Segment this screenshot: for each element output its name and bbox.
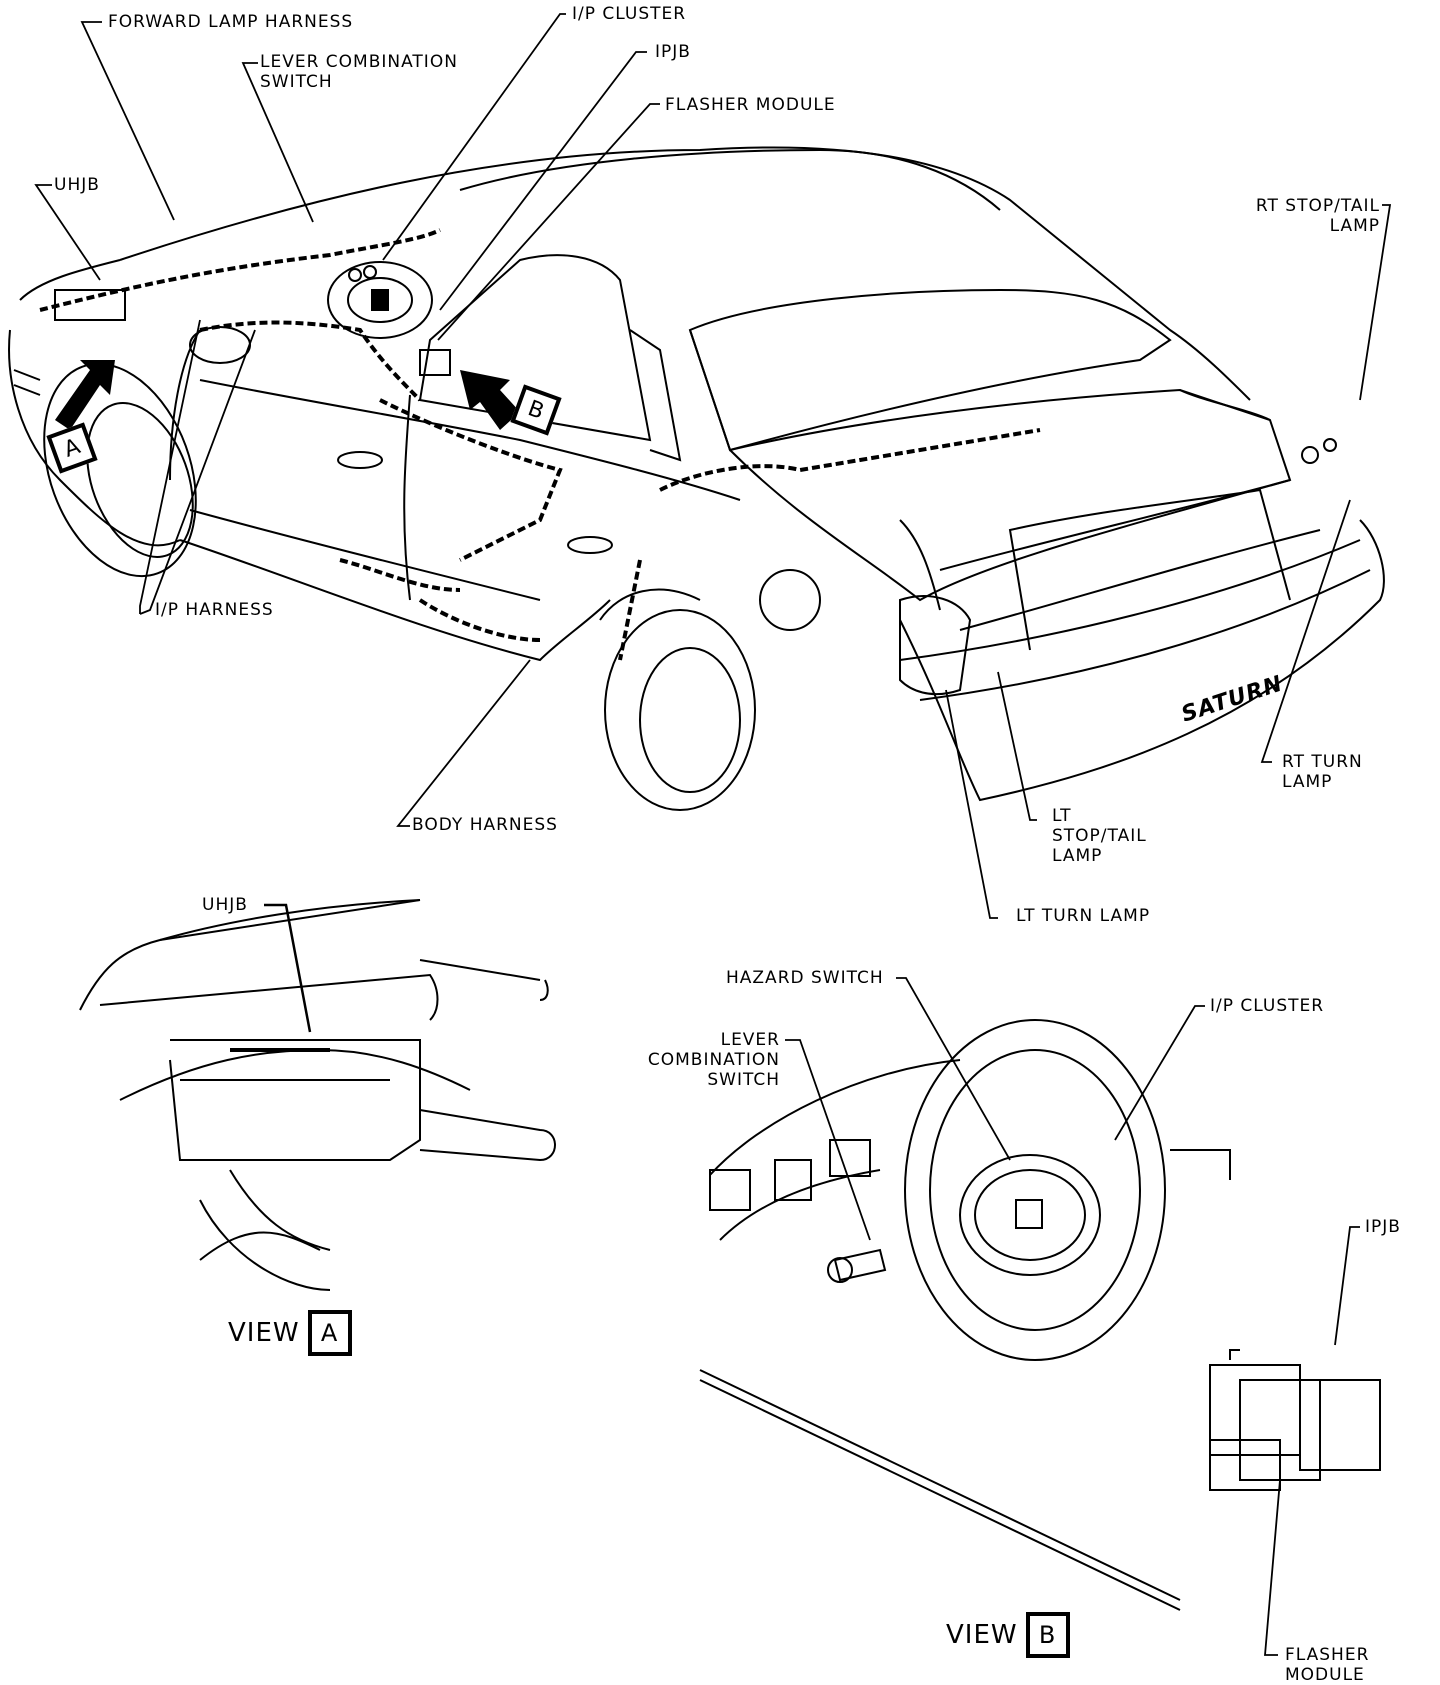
label-lever-combination-switch: LEVER COMBINATION SWITCH [260, 52, 458, 92]
label-rt-turn-lamp: RT TURN LAMP [1282, 752, 1363, 792]
view-arrows [55, 360, 520, 430]
rear-harness [899, 389, 1337, 611]
view-a-caption-letter: A [307, 1310, 352, 1356]
view-b-caption-letter: B [1025, 1612, 1070, 1658]
label-ip-cluster: I/P CLUSTER [572, 4, 687, 24]
view-b-label-flasher-module: FLASHER MODULE [1285, 1645, 1370, 1685]
view-b-label-ip-cluster: I/P CLUSTER [1210, 996, 1325, 1016]
view-a-label-uhjb: UHJB [202, 895, 248, 915]
label-uhjb: UHJB [54, 175, 100, 195]
view-b-label-hazard-switch: HAZARD SWITCH [726, 968, 884, 988]
view-a-caption: VIEW A [228, 1310, 352, 1356]
label-body-harness: BODY HARNESS [412, 815, 558, 835]
leader-lines-main [34, 13, 1392, 919]
view-b-artwork [699, 977, 1381, 1656]
label-rt-stop-tail-lamp: RT STOP/TAIL LAMP [1255, 196, 1380, 236]
label-ipjb: IPJB [655, 42, 691, 62]
view-b-caption-word: VIEW [946, 1620, 1018, 1650]
view-b-caption: VIEW B [946, 1612, 1070, 1658]
car-body-outline [8, 146, 1385, 811]
label-lt-stop-tail-lamp: LT STOP/TAIL LAMP [1052, 806, 1147, 866]
view-b-label-ipjb: IPJB [1365, 1217, 1401, 1237]
view-b-label-lever-combination-switch: LEVER COMBINATION SWITCH [647, 1030, 780, 1090]
view-a-caption-word: VIEW [228, 1318, 300, 1348]
label-ip-harness: I/P HARNESS [155, 600, 274, 620]
view-a-artwork [79, 899, 556, 1291]
wire-harness-routes [39, 228, 1041, 661]
dash-components [54, 261, 451, 376]
label-forward-lamp-harness: FORWARD LAMP HARNESS [108, 12, 354, 32]
label-flasher-module: FLASHER MODULE [665, 95, 836, 115]
label-lt-turn-lamp: LT TURN LAMP [1016, 906, 1151, 926]
